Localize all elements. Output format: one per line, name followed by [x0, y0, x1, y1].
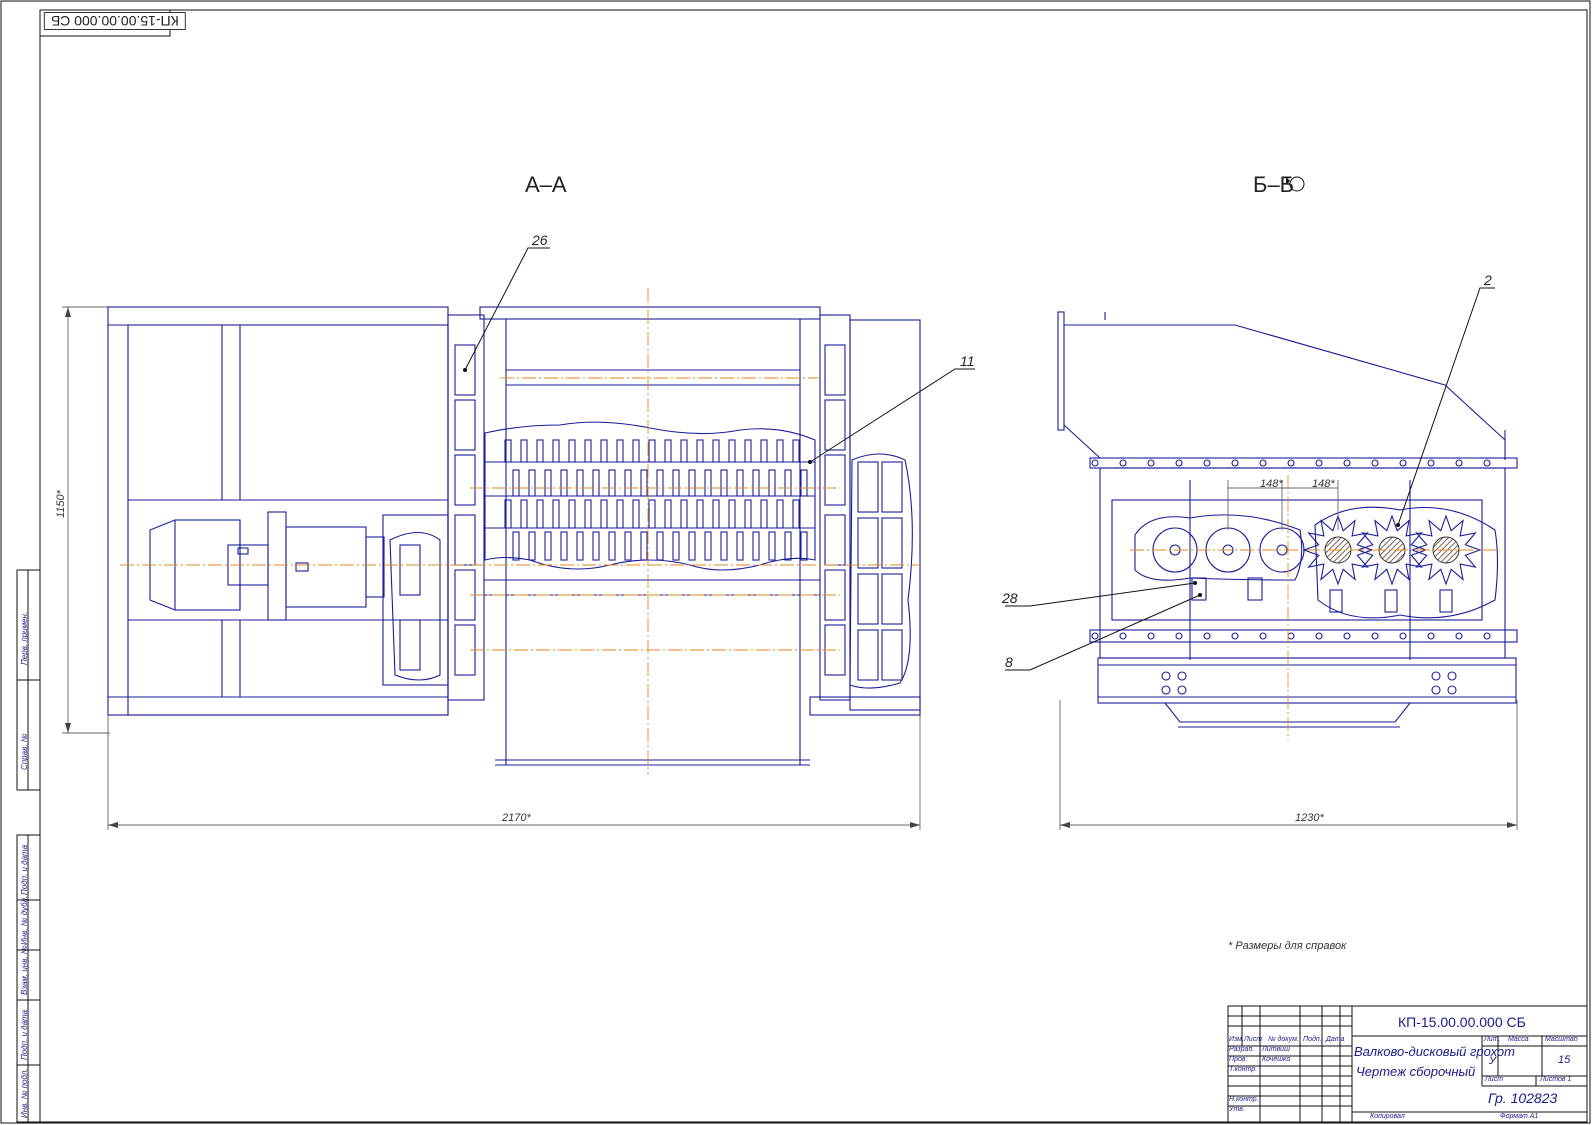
position-2: 2 [1484, 272, 1492, 288]
row-utv: Утв. [1229, 1106, 1245, 1113]
scale-header: Масштаб [1545, 1036, 1578, 1043]
position-28: 28 [1002, 590, 1018, 606]
stamp-first-use: Перв. примен. [20, 611, 29, 665]
inner-frame [39, 9, 1588, 1123]
dimension-width-a: 2170* [502, 812, 531, 824]
stamp-orig-inv: Инв. № подл. [20, 1068, 29, 1118]
row-razrab: Разраб. [1229, 1046, 1255, 1053]
reference-note: * Размеры для справок [1228, 940, 1347, 952]
col-izm: Изм. [1229, 1036, 1244, 1043]
title-block-code: КП-15.00.00.000 СБ [1398, 1014, 1526, 1030]
lit-value: У [1489, 1055, 1497, 1067]
row-prov: Пров. [1229, 1056, 1248, 1063]
stamp-sign-date-1: Подп. и дата [20, 844, 29, 895]
view-title-b-b: Б–Б [1253, 172, 1295, 197]
name-prov: Кочешко [1262, 1056, 1291, 1063]
dimension-pitch-2: 148* [1312, 478, 1335, 490]
scale-value: 15 [1558, 1054, 1571, 1066]
sheet-label: Лист [1485, 1076, 1504, 1083]
dimension-width-b: 1230* [1295, 812, 1324, 824]
side-stamp-column [16, 569, 41, 1123]
title-block-name-1: Валково-дисковый грохот [1354, 1044, 1515, 1059]
position-26: 26 [532, 232, 548, 248]
row-tkontr: Т.контр. [1229, 1066, 1258, 1073]
name-razrab: Литвиш [1262, 1046, 1290, 1053]
corner-code: КП-15.00.00.000 СБ [44, 12, 186, 30]
title-block-frame [1227, 1005, 1588, 1123]
dimension-height: 1150* [55, 490, 67, 518]
title-block-name-2: Чертеж сборочный [1356, 1064, 1476, 1079]
sheets-label: Листов 1 [1540, 1076, 1572, 1083]
row-nkontr: Н.контр. [1229, 1096, 1259, 1103]
view-b-b [1005, 176, 1518, 830]
col-list: Лист [1244, 1036, 1263, 1043]
group-number: Гр. 102823 [1488, 1090, 1558, 1106]
view-a-a [62, 247, 975, 830]
stamp-repl-inv: Взам. инв. № [20, 945, 29, 995]
position-11: 11 [960, 353, 975, 369]
view-title-a-a: А–А [525, 172, 567, 197]
col-date: Дата [1326, 1036, 1345, 1043]
stamp-dup-inv: Инв. № дубл. [20, 895, 29, 945]
position-8: 8 [1005, 654, 1013, 670]
disc-rolls [504, 439, 808, 561]
format-label: Формат А1 [1500, 1113, 1539, 1120]
copied-label: Копировал [1370, 1113, 1405, 1120]
stamp-ref-number: Справ. № [20, 733, 29, 770]
mass-header: Масса [1508, 1036, 1529, 1043]
lit-header: Лит. [1484, 1036, 1501, 1043]
dimension-pitch-1: 148* [1260, 478, 1283, 490]
col-sign: Подп. [1303, 1036, 1322, 1043]
stamp-sign-date-2: Подп. и дата [20, 1009, 29, 1060]
col-doc: № докум. [1268, 1036, 1299, 1043]
